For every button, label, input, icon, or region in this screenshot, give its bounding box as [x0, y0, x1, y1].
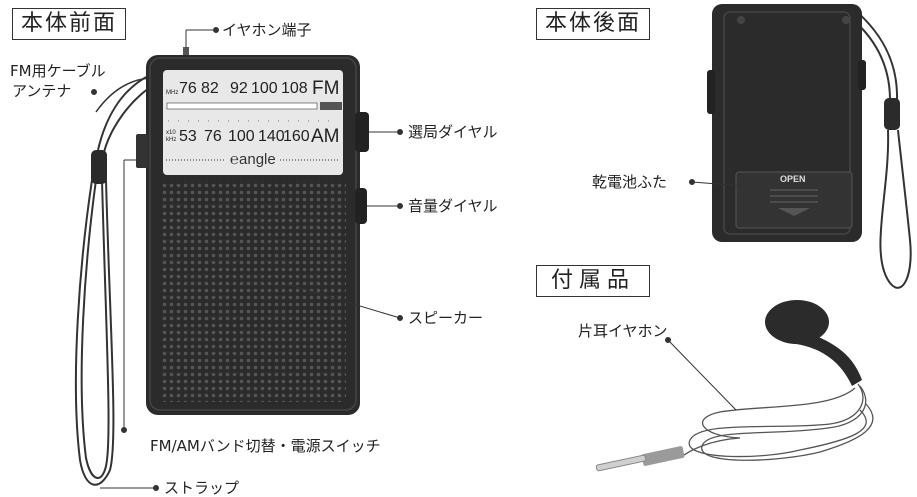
- am-unit-bottom: kHz: [166, 137, 177, 143]
- am-scale-row: x10 kHz 53 76 100 140 160 AM: [166, 126, 342, 150]
- fm-tick-92: 92: [230, 80, 248, 97]
- volume-dial: [355, 188, 367, 224]
- callout-fm-antenna-1: FM用ケーブル: [10, 62, 106, 80]
- am-tick-100: 100: [228, 128, 255, 145]
- battery-cover-label: OPEN: [780, 174, 806, 184]
- am-unit-top: x10: [166, 130, 176, 136]
- am-tick-160: 160: [283, 128, 310, 145]
- callout-earphone: 片耳イヤホン: [578, 322, 668, 340]
- tuning-panel: [163, 70, 343, 175]
- fm-tick-100: 100: [251, 80, 278, 97]
- am-band-label: AM: [311, 126, 340, 147]
- callout-earphone-jack: イヤホン端子: [222, 21, 312, 39]
- earphone: [595, 300, 874, 472]
- callout-strap: ストラップ: [164, 479, 240, 497]
- strap-stopper: [91, 150, 107, 184]
- am-tick-53: 53: [179, 128, 197, 145]
- callout-speaker: スピーカー: [408, 309, 484, 327]
- band-switch: [136, 134, 148, 168]
- brand-name: angle: [239, 151, 276, 168]
- callout-band-switch: FM/AMバンド切替・電源スイッチ: [150, 437, 381, 455]
- callout-tuning-dial: 選局ダイヤル: [408, 123, 498, 141]
- fm-tick-76: 76: [179, 80, 197, 97]
- fm-tick-108: 108: [281, 80, 308, 97]
- battery-cover: [735, 171, 853, 229]
- callout-volume-dial: 音量ダイヤル: [408, 197, 498, 215]
- fm-tick-82: 82: [201, 80, 219, 97]
- section-front-label: 本体前面: [12, 8, 127, 40]
- section-back-label: 本体後面: [536, 8, 651, 40]
- tuning-dial: [355, 112, 369, 152]
- callout-battery-cover: 乾電池ふた: [592, 173, 668, 191]
- fm-antenna-cable: [95, 77, 151, 113]
- brand-logo: ℮angle: [226, 151, 280, 168]
- earphone-jack: [183, 47, 189, 57]
- am-tick-76: 76: [204, 128, 222, 145]
- fm-band-label: FM: [312, 78, 340, 99]
- fm-unit: MHz: [166, 90, 179, 96]
- fm-scale-row: MHz 76 82 92 100 108 FM: [166, 78, 342, 100]
- speaker-grille: [160, 180, 346, 402]
- am-tick-140: 140: [258, 128, 285, 145]
- callout-fm-antenna-2: アンテナ: [12, 82, 72, 100]
- brand-mark-icon: ℮: [230, 151, 240, 168]
- section-accessories-label: 付属品: [536, 265, 651, 297]
- leader-lines: [91, 27, 745, 491]
